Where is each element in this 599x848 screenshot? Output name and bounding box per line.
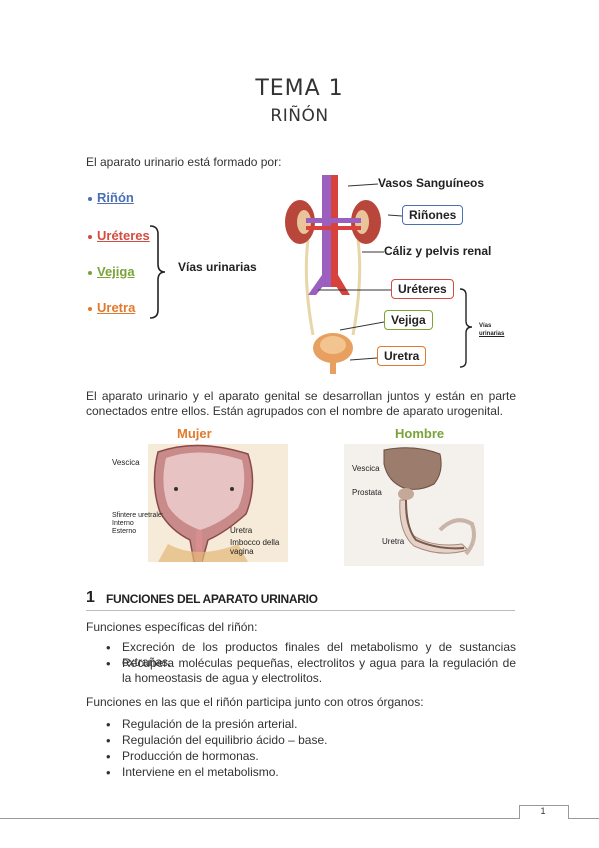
mujer-label-uretra: Uretra	[230, 526, 253, 535]
list-item: • Regulación del equilibrio ácido – base…	[106, 733, 328, 748]
intro-text: El aparato urinario está formado por:	[86, 155, 282, 169]
bullet-icon: •	[106, 640, 111, 655]
component-uretra: Uretra	[88, 300, 135, 315]
section-number: 1	[86, 589, 95, 606]
list-item: • Interviene en el metabolismo.	[106, 765, 279, 780]
func-especificas-intro: Funciones específicas del riñón:	[86, 620, 258, 634]
list-item: • Excreción de los productos finales del…	[106, 640, 516, 669]
female-bladder-illustration	[148, 444, 288, 562]
label-rinones: Riñones	[402, 205, 464, 225]
mujer-title: Mujer	[177, 426, 212, 441]
mujer-label-vescica: Vescica	[112, 458, 140, 467]
component-vejiga: Vejiga	[88, 264, 135, 279]
label-vejiga: Vejiga	[384, 310, 433, 330]
hombre-label-vescica: Vescica	[352, 464, 380, 473]
small-brace-icon	[459, 288, 473, 368]
list-item: • Producción de hormonas.	[106, 749, 259, 764]
bullet-icon: •	[106, 749, 111, 764]
page-title: TEMA 1	[255, 76, 344, 101]
male-bladder-illustration	[344, 444, 484, 566]
label-caliz: Cáliz y pelvis renal	[384, 244, 492, 258]
list-item: • Regulación de la presión arterial.	[106, 717, 298, 732]
hombre-label-uretra: Uretra	[382, 537, 405, 546]
page-number-box	[519, 805, 569, 819]
label-uretra: Uretra	[377, 346, 427, 366]
brace-icon	[149, 225, 166, 319]
label-ureteres: Uréteres	[391, 279, 454, 299]
page-number: 1	[540, 806, 546, 816]
hombre-label-prostata: Prostata	[352, 488, 382, 497]
footer-line	[0, 818, 599, 819]
bullet-icon: •	[106, 656, 111, 671]
label-vasos: Vasos Sanguíneos	[378, 176, 485, 190]
page-subtitle: RIÑÓN	[270, 106, 329, 126]
mujer-label-sfintere: Sfintere uretrale: Interno Esterno	[112, 512, 164, 535]
component-ureteres: Uréteres	[88, 228, 150, 243]
bullet-icon: •	[106, 765, 111, 780]
list-item: • Recupera moléculas pequeñas, electroli…	[106, 656, 516, 685]
bullet-icon: •	[106, 717, 111, 732]
section-title: FUNCIONES DEL APARATO URINARIO	[106, 592, 318, 606]
hombre-title: Hombre	[395, 426, 445, 441]
pointer-lines	[318, 183, 403, 361]
bullet-icon: •	[106, 733, 111, 748]
section-divider	[86, 610, 515, 611]
urinary-system-illustration	[285, 175, 381, 374]
func-otros-intro: Funciones en las que el riñón participa …	[86, 695, 424, 709]
vias-small-label: Vías urinarias	[479, 323, 505, 337]
component-rinon: Riñón	[88, 190, 134, 205]
mujer-label-vagina: Imbocco della vagina	[230, 538, 280, 556]
vias-urinarias-label: Vías urinarias	[178, 260, 257, 274]
paragraph-urogenital: El aparato urinario y el aparato genital…	[86, 389, 516, 418]
